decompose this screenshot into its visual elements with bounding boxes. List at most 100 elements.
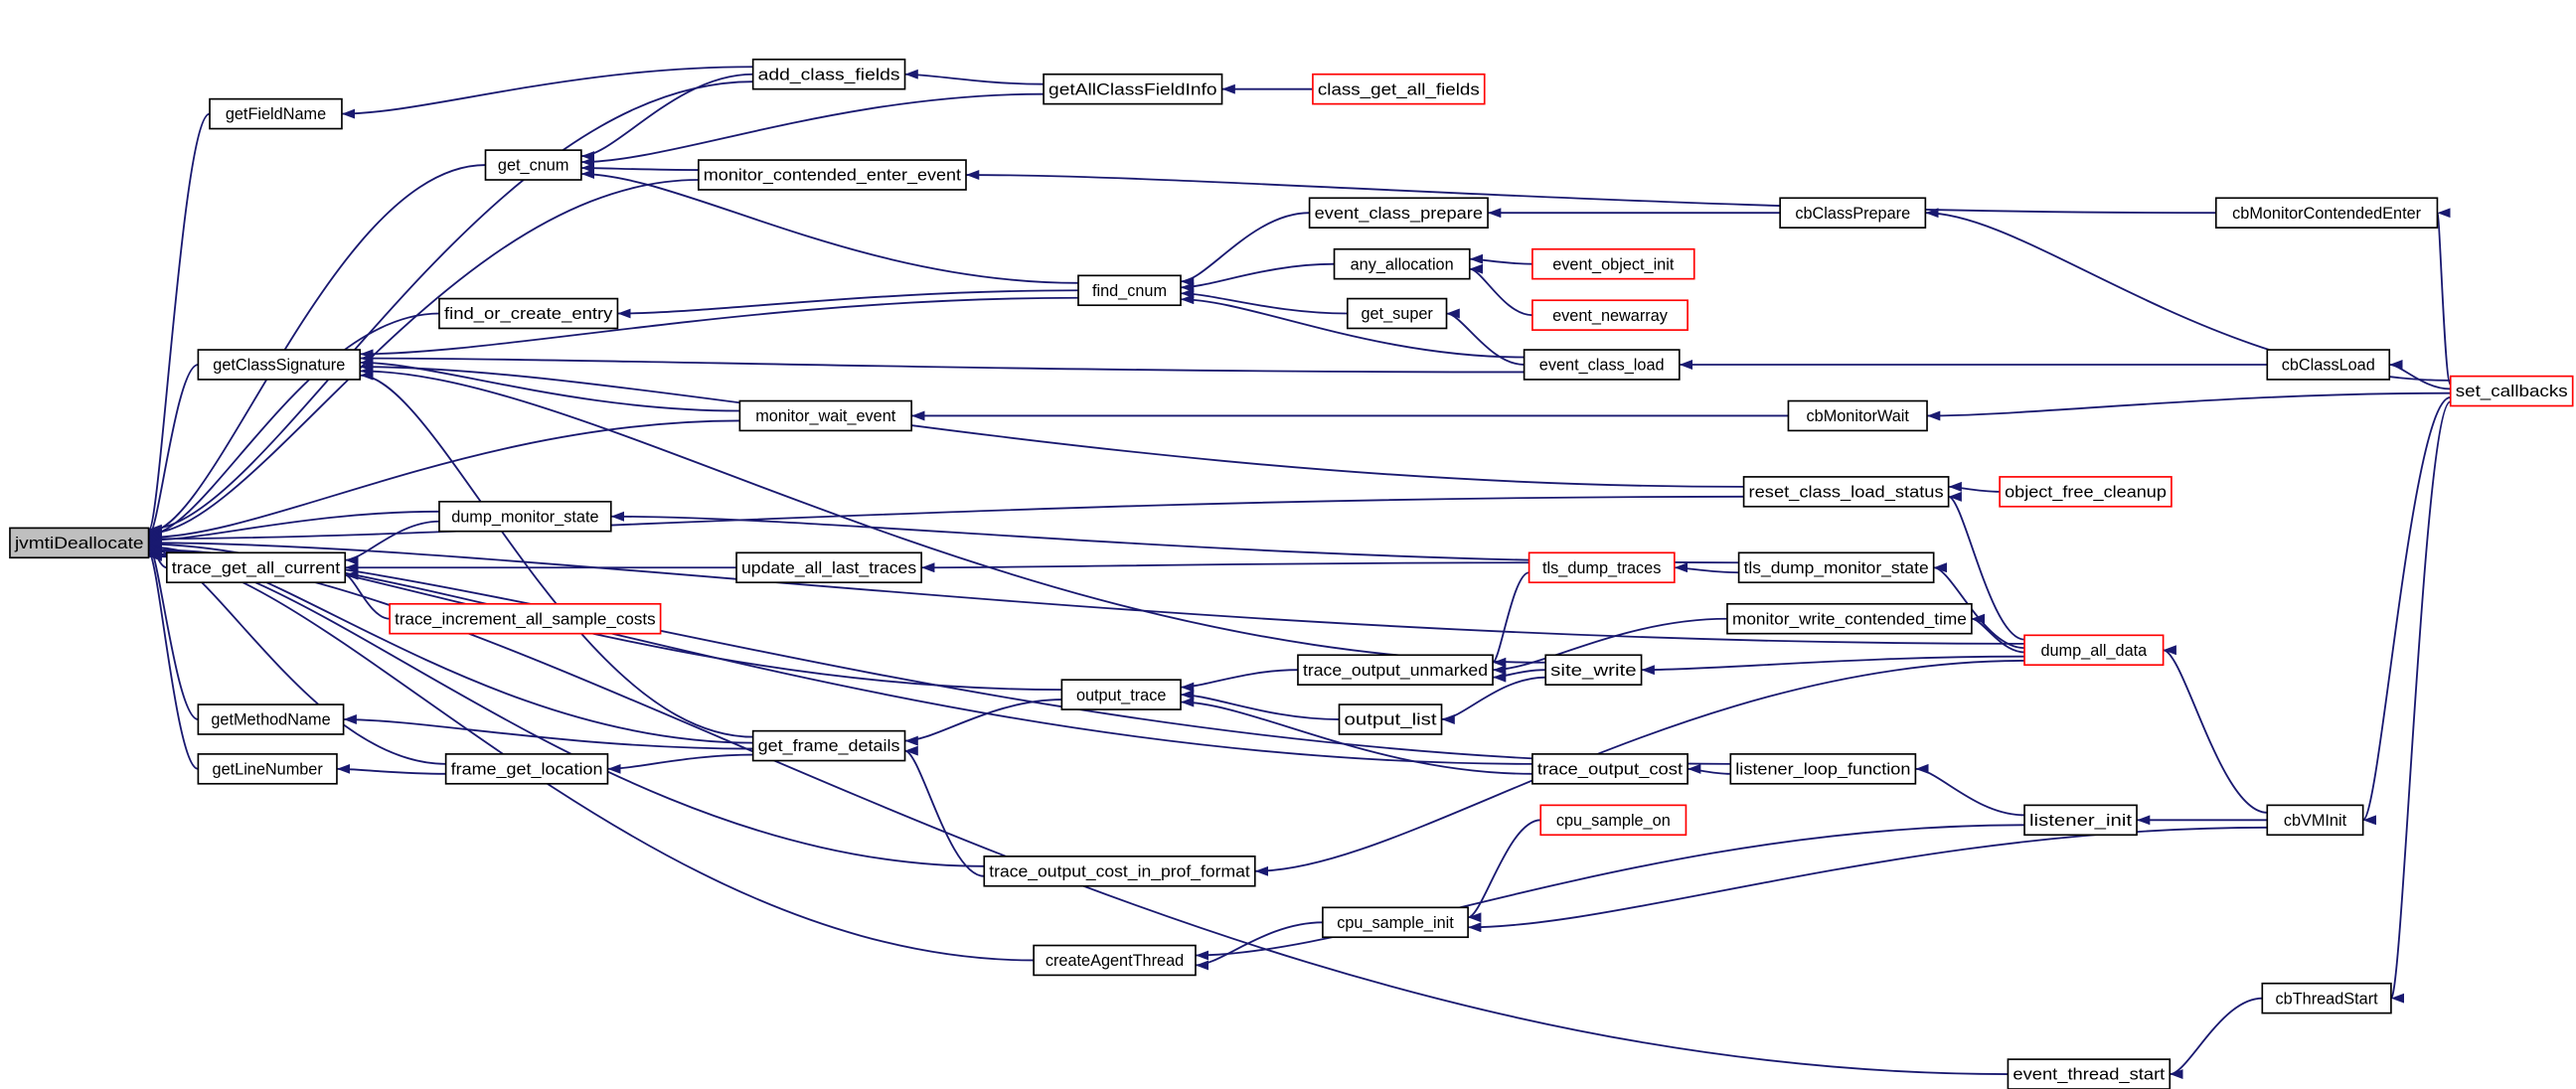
node-dump_monitor_state[interactable]: dump_monitor_state xyxy=(438,500,612,533)
node-update_all_last_traces[interactable]: update_all_last_traces xyxy=(735,551,922,584)
node-label-cbMonitorContendedEnter: cbMonitorContendedEnter xyxy=(2232,205,2422,223)
node-label-object_free_cleanup: object_free_cleanup xyxy=(2005,484,2167,502)
node-label-update_all_last_traces: update_all_last_traces xyxy=(741,559,916,577)
edge-dump_all_data-reset_class_load_status xyxy=(1948,491,2025,641)
node-label-get_super: get_super xyxy=(1361,305,1433,323)
node-box-getLineNumber xyxy=(197,753,338,785)
node-label-jvmtiDeallocate: jvmtiDeallocate xyxy=(14,535,144,552)
node-box-event_class_prepare xyxy=(1308,197,1489,229)
node-cpu_sample_on[interactable]: cpu_sample_on xyxy=(1539,804,1688,837)
edge-trace_output_cost-output_trace xyxy=(1180,697,1532,775)
node-find_or_create_entry[interactable]: find_or_create_entry xyxy=(438,297,619,330)
node-event_class_load[interactable]: event_class_load xyxy=(1523,349,1681,381)
node-get_frame_details[interactable]: get_frame_details xyxy=(751,729,906,762)
node-get_cnum[interactable]: get_cnum xyxy=(484,149,582,181)
edge-set_callbacks-cbMonitorContendedEnter xyxy=(2436,209,2452,387)
node-cbVMInit[interactable]: cbVMInit xyxy=(2266,804,2364,837)
node-add_class_fields[interactable]: add_class_fields xyxy=(751,58,906,90)
node-label-find_or_create_entry: find_or_create_entry xyxy=(444,305,613,323)
node-label-monitor_contended_enter_event: monitor_contended_enter_event xyxy=(704,167,962,185)
node-box-event_newarray xyxy=(1531,299,1689,331)
node-tls_dump_traces[interactable]: tls_dump_traces xyxy=(1528,551,1676,584)
edge-get_super-find_cnum xyxy=(1180,288,1348,315)
node-trace_output_unmarked[interactable]: trace_output_unmarked xyxy=(1297,654,1494,686)
node-find_cnum[interactable]: find_cnum xyxy=(1077,274,1182,307)
edge-event_newarray-any_allocation xyxy=(1469,263,1532,317)
node-monitor_wait_event[interactable]: monitor_wait_event xyxy=(738,399,913,432)
node-box-getClassSignature xyxy=(197,349,362,381)
node-output_trace[interactable]: output_trace xyxy=(1060,679,1182,710)
node-cbClassLoad[interactable]: cbClassLoad xyxy=(2266,349,2391,381)
node-object_free_cleanup[interactable]: object_free_cleanup xyxy=(1999,476,2173,508)
node-box-cbClassLoad xyxy=(2266,349,2391,381)
node-label-site_write: site_write xyxy=(1550,662,1636,680)
node-label-getClassSignature: getClassSignature xyxy=(213,357,345,375)
node-label-listener_init: listener_init xyxy=(2029,812,2133,830)
node-cbMonitorWait[interactable]: cbMonitorWait xyxy=(1787,399,1928,432)
node-box-dump_all_data xyxy=(2023,634,2165,667)
node-box-tls_dump_traces xyxy=(1528,551,1676,584)
edge-find_cnum-get_cnum xyxy=(580,169,1078,284)
edge-trace_output_cost_in_prof_format-get_frame_details xyxy=(904,745,985,877)
edge-get_cnum-jvmtiDeallocate xyxy=(148,164,486,538)
edge-tls_dump_monitor_state-dump_monitor_state xyxy=(610,511,1739,564)
node-label-getAllClassFieldInfo: getAllClassFieldInfo xyxy=(1048,80,1216,98)
node-listener_loop_function[interactable]: listener_loop_function xyxy=(1729,753,1917,785)
node-listener_init[interactable]: listener_init xyxy=(2023,804,2138,837)
node-event_object_init[interactable]: event_object_init xyxy=(1531,247,1695,280)
node-trace_output_cost_in_prof_format[interactable]: trace_output_cost_in_prof_format xyxy=(983,856,1256,887)
node-box-monitor_write_contended_time xyxy=(1726,602,1973,635)
node-tls_dump_monitor_state[interactable]: tls_dump_monitor_state xyxy=(1737,551,1935,584)
node-box-get_frame_details xyxy=(751,729,906,762)
edge-reset_class_load_status-getClassSignature xyxy=(360,362,1744,488)
edge-set_callbacks-cbClassLoad xyxy=(2389,360,2451,390)
node-cbClassPrepare[interactable]: cbClassPrepare xyxy=(1779,197,1927,229)
node-monitor_write_contended_time[interactable]: monitor_write_contended_time xyxy=(1726,602,1973,635)
node-box-class_get_all_fields xyxy=(1312,73,1486,105)
node-class_get_all_fields[interactable]: class_get_all_fields xyxy=(1312,73,1486,105)
node-box-object_free_cleanup xyxy=(1999,476,2173,508)
node-event_newarray[interactable]: event_newarray xyxy=(1531,299,1689,331)
node-output_list[interactable]: output_list xyxy=(1338,703,1443,735)
edge-get_frame_details-frame_get_location xyxy=(607,753,753,774)
node-get_super[interactable]: get_super xyxy=(1346,297,1448,330)
node-any_allocation[interactable]: any_allocation xyxy=(1333,247,1471,280)
node-getAllClassFieldInfo[interactable]: getAllClassFieldInfo xyxy=(1043,73,1223,105)
node-monitor_contended_enter_event[interactable]: monitor_contended_enter_event xyxy=(698,159,967,191)
node-dump_all_data[interactable]: dump_all_data xyxy=(2023,634,2165,667)
node-box-trace_increment_all_sample_costs xyxy=(389,602,662,635)
edge-event_thread_start-jvmtiDeallocate xyxy=(148,550,2009,1075)
node-getClassSignature[interactable]: getClassSignature xyxy=(197,349,362,381)
node-reset_class_load_status[interactable]: reset_class_load_status xyxy=(1742,476,1950,508)
node-event_thread_start[interactable]: event_thread_start xyxy=(2007,1058,2172,1089)
edge-listener_loop_function-trace_output_cost xyxy=(1688,763,1731,775)
edge-event_class_prepare-find_cnum xyxy=(1180,212,1310,287)
node-set_callbacks[interactable]: set_callbacks xyxy=(2449,375,2574,407)
edge-getFieldName-jvmtiDeallocate xyxy=(147,112,211,536)
node-trace_get_all_current[interactable]: trace_get_all_current xyxy=(165,551,347,584)
node-label-event_class_prepare: event_class_prepare xyxy=(1315,205,1483,223)
node-getFieldName[interactable]: getFieldName xyxy=(209,97,343,130)
node-getLineNumber[interactable]: getLineNumber xyxy=(197,753,338,785)
node-frame_get_location[interactable]: frame_get_location xyxy=(444,753,609,785)
node-label-dump_monitor_state: dump_monitor_state xyxy=(451,508,598,526)
node-label-output_trace: output_trace xyxy=(1076,687,1166,704)
node-cbThreadStart[interactable]: cbThreadStart xyxy=(2261,982,2392,1014)
edge-site_write-output_list xyxy=(1441,676,1546,724)
node-getMethodName[interactable]: getMethodName xyxy=(197,703,345,735)
edge-dump_all_data-site_write xyxy=(1641,655,2025,676)
node-cbMonitorContendedEnter[interactable]: cbMonitorContendedEnter xyxy=(2214,197,2439,229)
node-label-getMethodName: getMethodName xyxy=(211,711,330,729)
node-cpu_sample_init[interactable]: cpu_sample_init xyxy=(1322,906,1469,939)
node-label-event_thread_start: event_thread_start xyxy=(2012,1066,2165,1084)
edge-event_object_init-any_allocation xyxy=(1469,253,1532,265)
node-jvmtiDeallocate[interactable]: jvmtiDeallocate xyxy=(9,527,150,559)
node-event_class_prepare[interactable]: event_class_prepare xyxy=(1308,197,1489,229)
node-label-dump_all_data: dump_all_data xyxy=(2040,642,2148,660)
node-site_write[interactable]: site_write xyxy=(1544,654,1643,686)
node-trace_increment_all_sample_costs[interactable]: trace_increment_all_sample_costs xyxy=(389,602,662,635)
node-createAgentThread[interactable]: createAgentThread xyxy=(1033,944,1197,977)
node-trace_output_cost[interactable]: trace_output_cost xyxy=(1531,753,1689,785)
